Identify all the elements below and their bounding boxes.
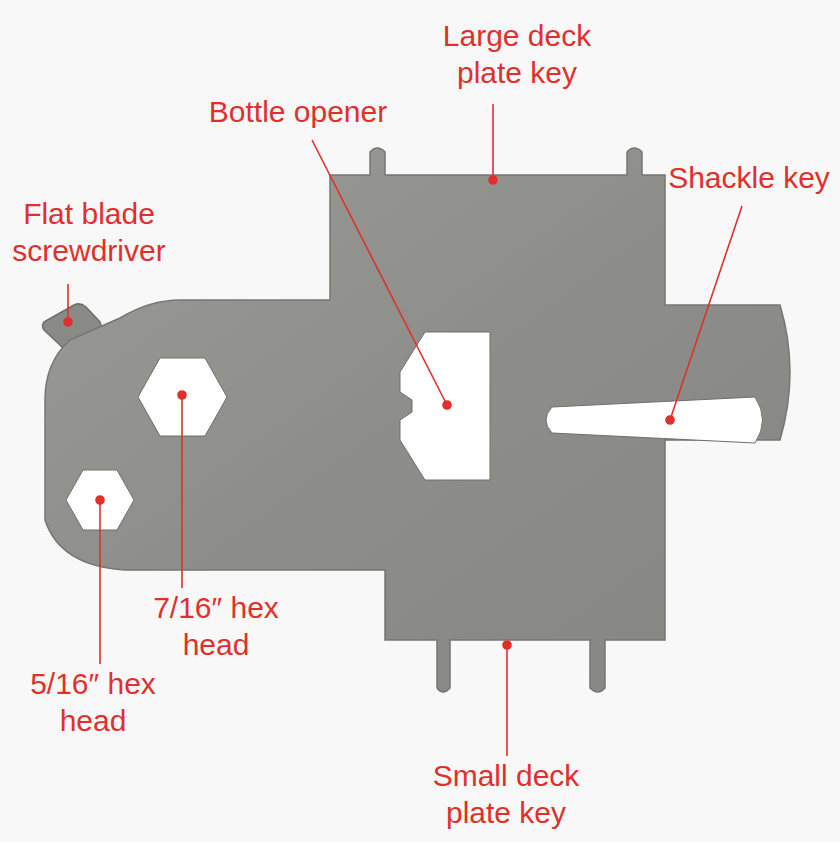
part-label: Flat blade screwdriver xyxy=(6,196,172,269)
part-label: Shackle key xyxy=(664,160,834,197)
shackle-key-slot xyxy=(546,397,763,443)
leader-lines xyxy=(64,104,742,756)
leader-line xyxy=(67,284,69,322)
tool-body xyxy=(45,148,790,692)
leader-line xyxy=(99,500,101,664)
leader-dot xyxy=(443,401,451,409)
leader-dot xyxy=(64,318,72,326)
leader-dot xyxy=(96,496,104,504)
bottle-opener-hole xyxy=(400,332,490,480)
leader-line xyxy=(312,140,447,405)
part-label: Large deck plate key xyxy=(417,18,617,91)
part-label: 7/16″ hex head xyxy=(146,590,286,663)
leader-line xyxy=(506,645,508,756)
leader-line xyxy=(670,206,742,420)
leader-dot xyxy=(178,391,186,399)
part-label: Small deck plate key xyxy=(401,758,611,831)
leader-dot xyxy=(666,416,674,424)
part-label: Bottle opener xyxy=(178,94,418,131)
leader-line xyxy=(492,104,494,180)
leader-dot xyxy=(503,641,511,649)
leader-line xyxy=(181,395,183,588)
leader-dot xyxy=(489,176,497,184)
part-label: 5/16″ hex head xyxy=(23,666,163,739)
